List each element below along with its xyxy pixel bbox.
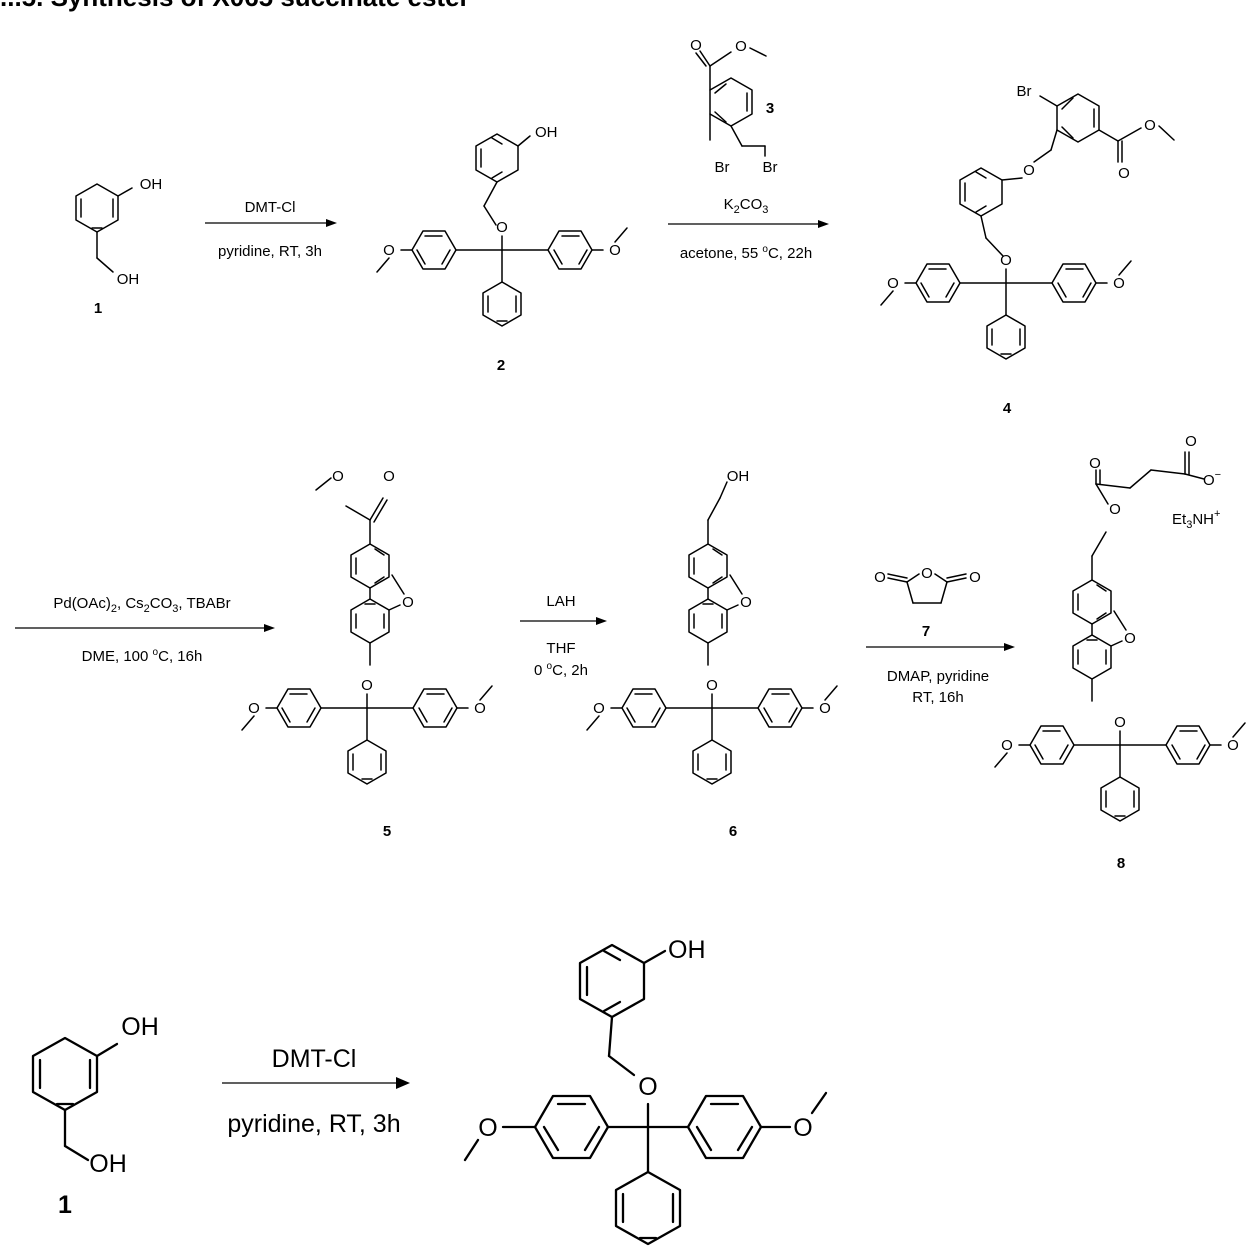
compound-5-structure: O O xyxy=(242,468,492,784)
carbonyl-oxygen: O xyxy=(874,569,886,586)
carbonyl-oxygen: O xyxy=(1089,455,1101,472)
hydroxyl-label: OH xyxy=(727,468,750,485)
reagent-7-label: 7 xyxy=(922,623,930,640)
carbonyl-oxygen: O xyxy=(690,37,702,54)
compound-5-label: 5 xyxy=(383,823,391,840)
step2-reagent: K2CO3 xyxy=(724,196,769,216)
compound-2-structure: OH xyxy=(377,124,627,326)
step1-conditions: pyridine, RT, 3h xyxy=(218,243,322,260)
compound-4-structure: Br O O O xyxy=(881,83,1174,359)
step4-solvent: THF xyxy=(546,640,575,657)
zoom-step-reagent: DMT-Cl xyxy=(272,1045,357,1073)
reagent-3-structure: O O Br Br xyxy=(690,37,777,176)
hydroxyl-label: OH xyxy=(140,176,163,193)
ester-oxygen: O xyxy=(735,38,747,55)
hydroxyl-label: OH xyxy=(535,124,558,141)
carbonyl-oxygen: O xyxy=(383,468,395,485)
hydroxyl-label: OH xyxy=(668,936,706,964)
step5-conditions: RT, 16h xyxy=(912,689,963,706)
zoom-compound-1-structure: OH OH xyxy=(33,1013,159,1178)
hydroxyl-label: OH xyxy=(117,271,140,288)
compound-8-label: 8 xyxy=(1117,855,1125,872)
methoxy-oxygen: O xyxy=(478,1114,497,1142)
ether-oxygen: O xyxy=(1023,162,1035,179)
compound-4-label: 4 xyxy=(1003,400,1012,417)
compound-1-structure: OH OH xyxy=(76,176,162,288)
reagent-7-structure: O O O xyxy=(874,565,981,603)
carboxylate-oxygen: O− xyxy=(1203,469,1221,489)
hydroxyl-label: OH xyxy=(89,1150,127,1178)
carbonyl-oxygen: O xyxy=(969,569,981,586)
zoom-compound-1-label: 1 xyxy=(58,1191,72,1219)
step3-reagents: Pd(OAc)2, Cs2CO3, TBABr xyxy=(53,595,230,615)
reagent-3-label: 3 xyxy=(766,100,774,117)
carbonyl-oxygen: O xyxy=(1185,433,1197,450)
carbonyl-oxygen: O xyxy=(1118,165,1130,182)
step5-reagents: DMAP, pyridine xyxy=(887,668,989,685)
step1-reagent: DMT-Cl xyxy=(245,199,296,216)
compound-1-label: 1 xyxy=(94,300,102,317)
ester-oxygen: O xyxy=(332,468,344,485)
ester-oxygen: O xyxy=(1109,501,1121,518)
zoom-compound-2-structure: OH O O O xyxy=(465,936,826,1244)
scheme-title: ...5. Synthesis of X065 succinate ester xyxy=(0,0,470,12)
ether-oxygen: O xyxy=(638,1073,657,1101)
step2-conditions: acetone, 55 oC, 22h xyxy=(680,244,812,262)
bromo-label: Br xyxy=(763,159,778,176)
compound-8-structure: O O O O− xyxy=(995,433,1245,821)
ring-oxygen: O xyxy=(921,565,933,582)
step4-reagent: LAH xyxy=(546,593,575,610)
step4-conditions: 0 oC, 2h xyxy=(534,661,588,679)
bromo-label: Br xyxy=(1017,83,1032,100)
methoxy-oxygen: O xyxy=(793,1114,812,1142)
ester-oxygen: O xyxy=(1144,117,1156,134)
compound-6-label: 6 xyxy=(729,823,737,840)
compound-6-structure: OH xyxy=(587,468,837,784)
step3-conditions: DME, 100 oC, 16h xyxy=(82,647,203,665)
counterion-label: Et3NH+ xyxy=(1172,508,1220,531)
hydroxyl-label: OH xyxy=(121,1013,159,1041)
bromo-label: Br xyxy=(715,159,730,176)
compound-2-label: 2 xyxy=(497,357,505,374)
zoom-step-conditions: pyridine, RT, 3h xyxy=(227,1110,400,1138)
